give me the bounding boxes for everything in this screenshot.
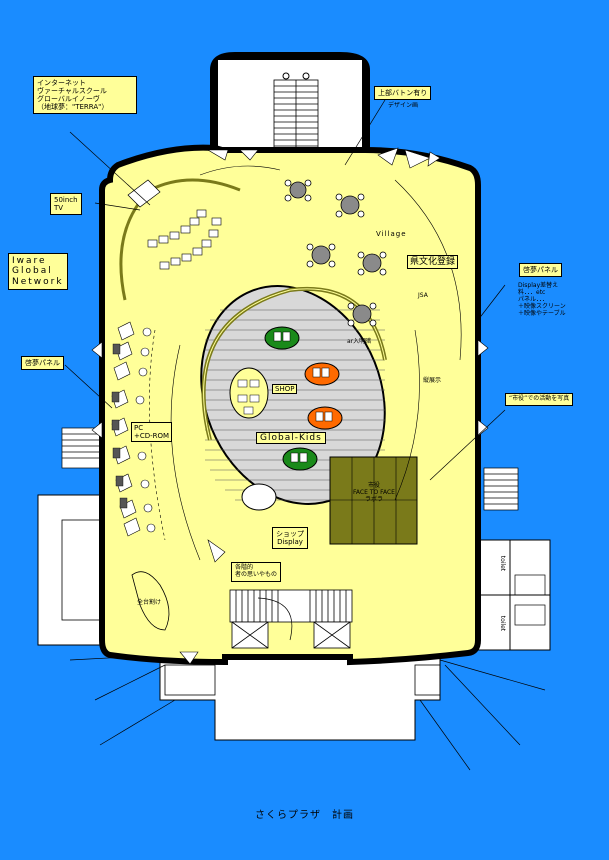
pod-yellow bbox=[229, 367, 269, 419]
note-batten: 上部バトン有り bbox=[374, 86, 432, 101]
top-tower bbox=[210, 52, 370, 160]
round-tables bbox=[284, 179, 387, 327]
note-pc: PC +CD-ROM bbox=[131, 422, 173, 443]
seating-area bbox=[119, 178, 250, 301]
note-global-kids: Global-Kids bbox=[256, 432, 326, 445]
note-panel-right: 啓夢パネル bbox=[519, 263, 562, 278]
note-toilet-1: toilet bbox=[499, 555, 507, 572]
note-toilet-2: toilet bbox=[499, 615, 507, 632]
leader-lines bbox=[64, 99, 506, 481]
pod-orange-2 bbox=[307, 406, 343, 430]
right-annex bbox=[469, 467, 551, 651]
note-zone: 全台割け bbox=[137, 599, 162, 606]
note-village: Village bbox=[376, 230, 407, 238]
note-vertical: 縦展示 bbox=[423, 377, 442, 384]
pod-orange-1 bbox=[304, 362, 340, 386]
note-panel-left: 啓夢パネル bbox=[21, 356, 64, 371]
note-internet: インターネット ヴァーチャルスクール グローバルイノーヴ （地球夢："TERRA… bbox=[33, 76, 137, 115]
note-ar: ar入明暗 bbox=[347, 338, 372, 345]
page-title: さくらプラザ 計画 bbox=[255, 810, 354, 821]
entry-arrow bbox=[257, 597, 293, 641]
note-shop: SHOP bbox=[272, 384, 298, 395]
note-jsa: JSA bbox=[418, 292, 428, 299]
note-culture: 県文化登録 bbox=[407, 255, 459, 270]
entrance-block bbox=[69, 649, 546, 771]
note-design: デザイン画 bbox=[388, 102, 419, 109]
note-shop-display: ショップ Display bbox=[272, 527, 308, 550]
pod-green-1 bbox=[264, 326, 300, 350]
shop-display-blob bbox=[131, 483, 277, 631]
pod-green-2 bbox=[282, 447, 318, 471]
note-exit: 各階的 者の思いやもの bbox=[231, 562, 282, 582]
face-to-face-stage bbox=[329, 456, 418, 545]
left-annex bbox=[37, 427, 109, 646]
entrance-stair bbox=[229, 589, 353, 649]
note-face: 市役 FACE TO FACE ラボラ bbox=[353, 482, 395, 503]
note-sakura: “市役”での活動を写真 bbox=[505, 393, 574, 406]
note-iware: Iware Global Network bbox=[8, 253, 68, 291]
note-tv: 50inch TV bbox=[50, 193, 82, 216]
note-panel-right-detail: Display差替え 料．．．etc パネル．．． ＋映像スクリーン ＋映像やテ… bbox=[518, 282, 566, 317]
wall-fans bbox=[91, 147, 489, 665]
